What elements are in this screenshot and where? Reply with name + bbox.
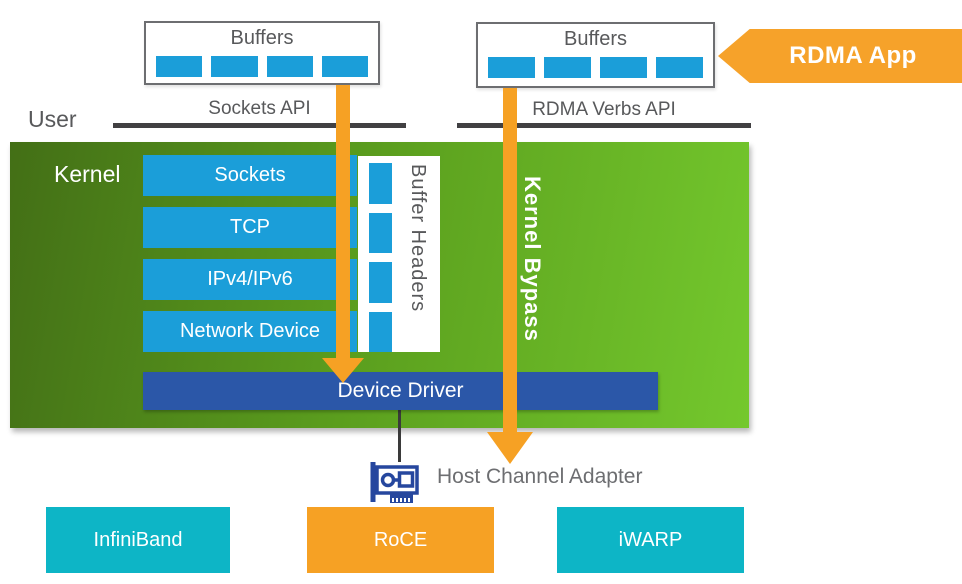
buffer-slot-row xyxy=(146,50,378,77)
kernel-stack-label: TCP xyxy=(230,216,270,238)
rdma-app-label: RDMA App xyxy=(789,42,917,69)
transport-iwarp: iWARP xyxy=(557,507,744,573)
transport-infiniband: InfiniBand xyxy=(46,507,230,573)
device-driver-label: Device Driver xyxy=(337,379,464,402)
buffer-header-bar xyxy=(369,262,392,303)
buffer-slot xyxy=(266,56,313,77)
buffer-headers-label: Buffer Headers xyxy=(407,164,429,313)
buffer-header-bars xyxy=(358,156,392,352)
kernel-stack-label: IPv4/IPv6 xyxy=(207,268,293,290)
buffers-box-rdma: Buffers xyxy=(476,22,715,88)
device-driver-to-hca-line xyxy=(398,410,401,462)
buffer-headers-box: Buffer Headers xyxy=(358,156,440,352)
buffer-slot xyxy=(544,57,591,78)
buffer-slot xyxy=(211,56,258,77)
buffer-slot xyxy=(600,57,647,78)
sockets-path-arrow-shaft xyxy=(336,85,350,360)
buffer-header-bar xyxy=(369,311,392,352)
buffer-slot xyxy=(321,56,368,77)
transport-label: InfiniBand xyxy=(93,528,183,551)
buffer-slot xyxy=(656,57,703,78)
buffer-header-bar xyxy=(369,163,392,204)
kernel-bypass-arrow-shaft xyxy=(503,88,517,434)
kernel-bypass-label: Kernel Bypass xyxy=(520,176,545,342)
network-adapter-icon xyxy=(370,462,419,503)
kernel-stack-network-device: Network Device xyxy=(143,311,357,352)
rdma-verbs-api-label: RDMA Verbs API xyxy=(532,99,676,120)
kernel-stack-sockets: Sockets xyxy=(143,155,357,196)
transport-label: RoCE xyxy=(373,528,428,551)
kernel-bypass-arrow-head xyxy=(487,432,533,464)
sockets-api-label: Sockets API xyxy=(208,98,311,119)
buffers-box-sockets: Buffers xyxy=(144,21,380,85)
kernel-stack-label: Sockets xyxy=(214,164,286,186)
kernel-stack-label: Network Device xyxy=(179,320,321,342)
device-driver-bar: Device Driver xyxy=(143,372,658,410)
kernel-stack-ip: IPv4/IPv6 xyxy=(143,259,357,300)
buffer-slot xyxy=(156,56,203,77)
kernel-stack-tcp: TCP xyxy=(143,207,357,248)
transport-roce: RoCE xyxy=(307,507,494,573)
sockets-api-divider-line xyxy=(113,123,406,128)
kernel-space-label: Kernel xyxy=(54,161,121,187)
rdma-verbs-api-divider-line xyxy=(457,123,751,128)
buffers-title: Buffers xyxy=(564,28,627,50)
transport-label: iWARP xyxy=(618,528,683,551)
buffer-slot-row xyxy=(478,51,713,78)
buffers-title: Buffers xyxy=(230,27,294,49)
host-channel-adapter-label: Host Channel Adapter xyxy=(437,465,643,488)
buffer-header-bar xyxy=(369,212,392,253)
rdma-app-banner: RDMA App xyxy=(718,29,962,83)
buffer-slot xyxy=(488,57,535,78)
user-space-label: User xyxy=(28,106,77,132)
